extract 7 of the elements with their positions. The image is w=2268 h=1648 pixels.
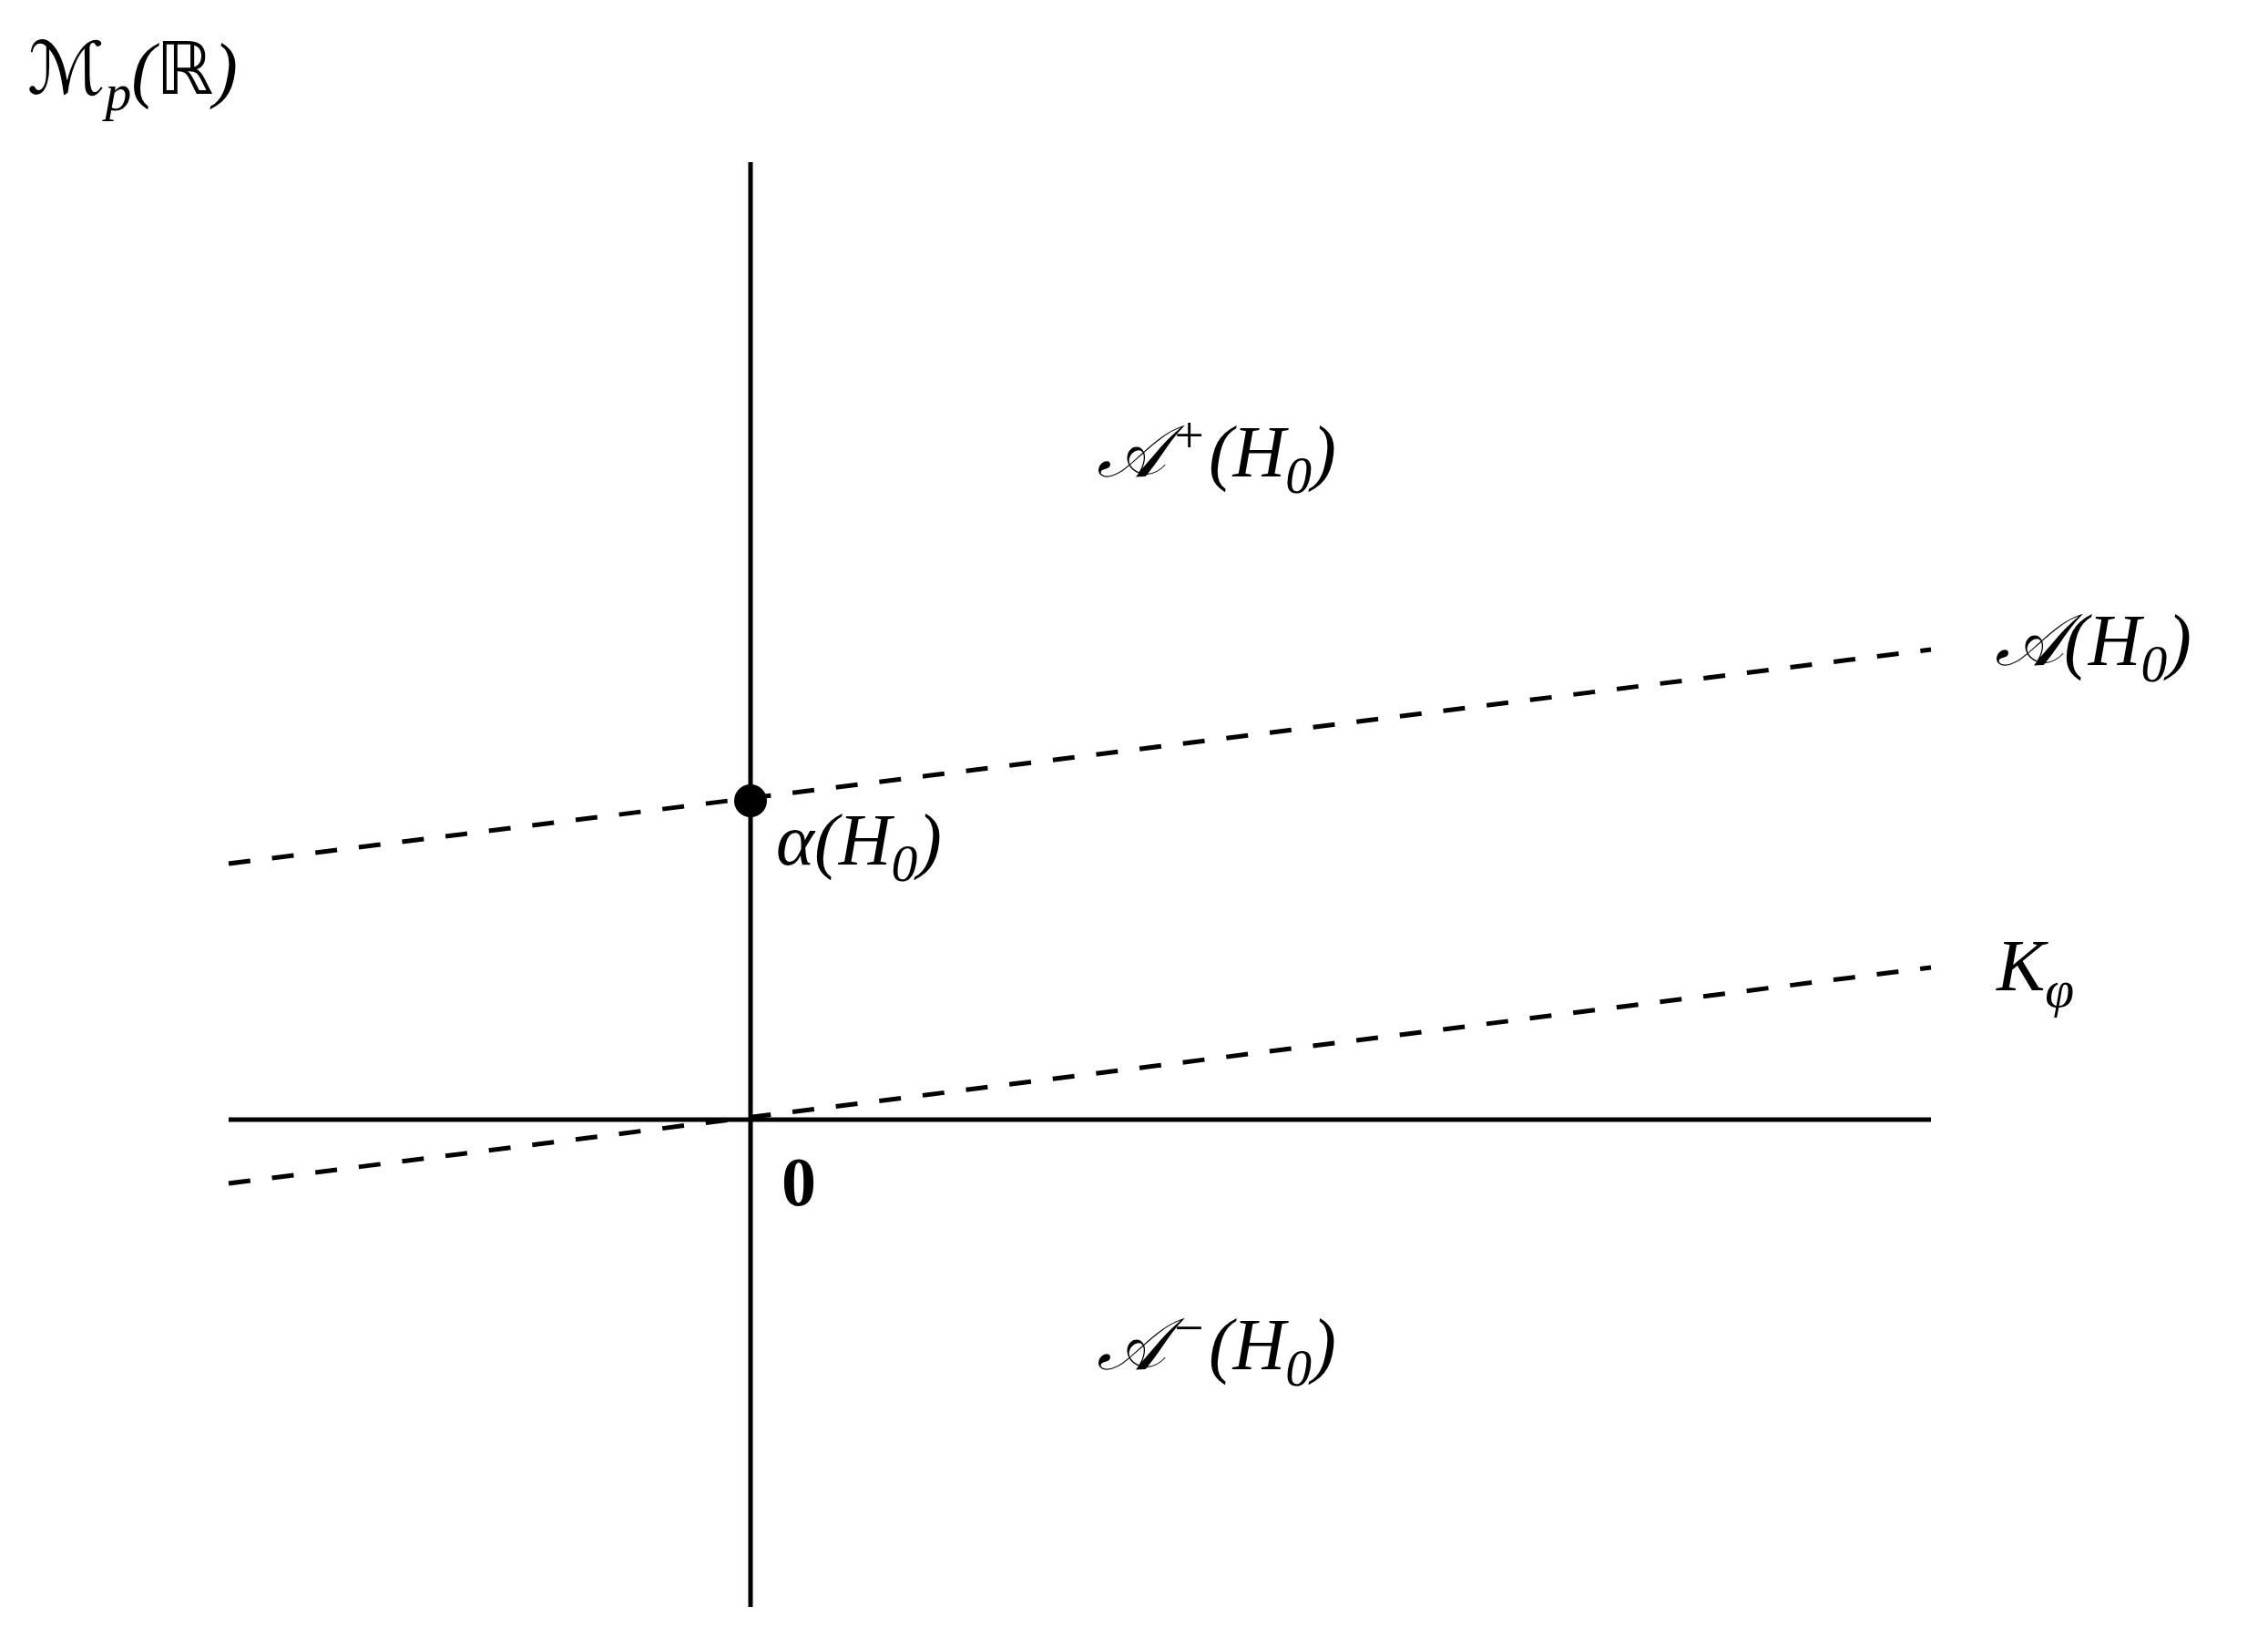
- line-label: 𝒜(H$_{0}$): [1995, 599, 2192, 695]
- point-label: α(H$_{0}$): [776, 799, 943, 895]
- line-label: K$_{φ}$: [1997, 925, 2076, 1020]
- region-label: 𝒜$^{+}$(H$_{0}$): [1097, 408, 1337, 507]
- region-label: 𝒜$^{−}$(H$_{0}$): [1097, 1301, 1337, 1399]
- space-label: ℳ$_{p}$(ℝ): [27, 28, 239, 124]
- origin-label: 0: [782, 1142, 817, 1222]
